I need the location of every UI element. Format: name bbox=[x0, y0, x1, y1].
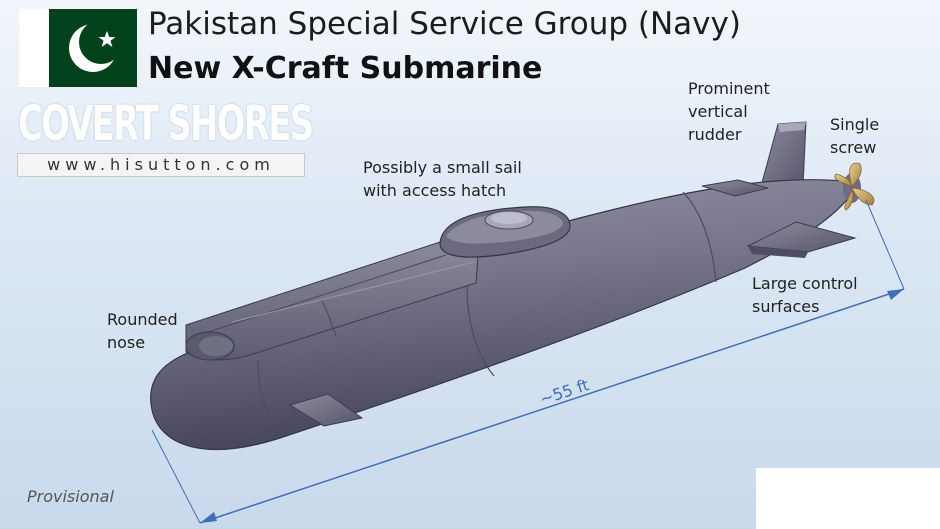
title-line-1: Pakistan Special Service Group (Navy) bbox=[148, 6, 741, 42]
propeller-icon bbox=[834, 162, 875, 211]
control-surfaces-annotation: Large control surfaces bbox=[752, 274, 858, 316]
website-url: www.hisutton.com bbox=[17, 153, 305, 177]
screw-annotation: Single screw bbox=[830, 115, 880, 157]
rudder-annotation: Prominent vertical rudder bbox=[688, 79, 770, 144]
title-line-2: New X-Craft Submarine bbox=[148, 51, 543, 86]
sail-annotation: Possibly a small sail with access hatch bbox=[363, 158, 522, 200]
deck-casing bbox=[185, 241, 479, 361]
length-label: ~55 ft bbox=[537, 375, 591, 409]
bow-fin bbox=[288, 393, 364, 427]
provisional-note: Provisional bbox=[27, 487, 114, 506]
nose-annotation: Rounded nose bbox=[107, 310, 178, 352]
covert-shores-logo: COVERT SHORES bbox=[18, 96, 314, 152]
corner-panel bbox=[756, 468, 940, 529]
pakistan-flag-icon bbox=[19, 9, 137, 87]
